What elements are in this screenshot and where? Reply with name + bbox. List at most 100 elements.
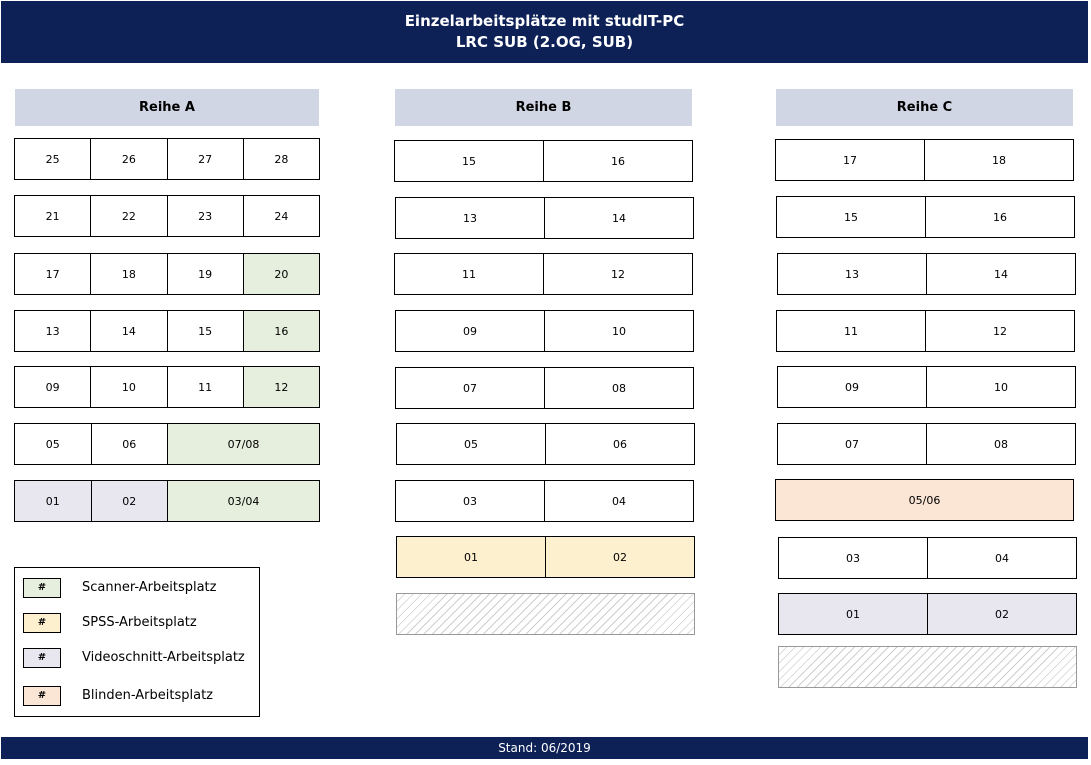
seat-b-11[interactable]: 11 <box>395 254 544 294</box>
page-title: Einzelarbeitsplätze mit studIT-PC <box>404 12 685 30</box>
seat-c-01-video[interactable]: 01 <box>779 594 928 634</box>
seat-a-16-scanner[interactable]: 16 <box>243 311 319 351</box>
legend-item-video: # Videoschnitt-Arbeitsplatz <box>15 648 259 670</box>
seat-b-13[interactable]: 13 <box>396 198 545 238</box>
reihe-b-row: 01 02 <box>396 536 695 578</box>
legend-label-video: Videoschnitt-Arbeitsplatz <box>82 650 245 665</box>
seat-c-14[interactable]: 14 <box>994 267 1008 281</box>
seat-b-07[interactable]: 07 <box>396 368 545 408</box>
legend-swatch-blind: # <box>23 686 61 706</box>
seat-c-07[interactable]: 07 <box>778 424 927 464</box>
seat-b-12[interactable]: 12 <box>611 267 625 281</box>
seat-b-10[interactable]: 10 <box>612 324 626 338</box>
seat-a-07-08-scanner[interactable]: 07/08 <box>168 424 319 464</box>
seat-a-01-video[interactable]: 01 <box>15 481 92 521</box>
seat-c-04[interactable]: 04 <box>995 551 1009 565</box>
seat-b-09[interactable]: 09 <box>396 311 545 351</box>
seat-a-27[interactable]: 27 <box>168 139 244 179</box>
reihe-a-row: 25 26 27 28 <box>14 138 320 180</box>
seat-a-05[interactable]: 05 <box>15 424 92 464</box>
reihe-b-row: 03 04 <box>395 480 694 522</box>
legend: # Scanner-Arbeitsplatz # SPSS-Arbeitspla… <box>14 567 260 717</box>
reihe-a-header: Reihe A <box>15 89 319 126</box>
seat-c-13[interactable]: 13 <box>778 254 927 294</box>
page-header: Einzelarbeitsplätze mit studIT-PC LRC SU… <box>1 1 1088 63</box>
seat-a-23[interactable]: 23 <box>168 196 244 236</box>
seat-a-15[interactable]: 15 <box>168 311 244 351</box>
seat-a-28[interactable]: 28 <box>274 152 289 166</box>
seat-b-05[interactable]: 05 <box>397 424 546 464</box>
seat-c-12[interactable]: 12 <box>993 324 1007 338</box>
reihe-c-row: 03 04 <box>778 537 1077 579</box>
seat-c-11[interactable]: 11 <box>777 311 926 351</box>
reihe-c-row: 11 12 <box>776 310 1075 352</box>
legend-swatch-video: # <box>23 648 61 668</box>
reihe-c-row: 07 08 <box>777 423 1076 465</box>
legend-item-spss: # SPSS-Arbeitsplatz <box>15 613 259 635</box>
seat-a-22[interactable]: 22 <box>91 196 168 236</box>
seat-c-02-video[interactable]: 02 <box>928 594 1076 634</box>
seat-c-16[interactable]: 16 <box>993 210 1007 224</box>
legend-label-scanner: Scanner-Arbeitsplatz <box>82 580 217 595</box>
legend-swatch-spss: # <box>23 613 61 633</box>
reihe-c-unavailable-area <box>778 646 1077 688</box>
seat-a-14[interactable]: 14 <box>91 311 168 351</box>
seat-a-09[interactable]: 09 <box>15 367 92 407</box>
seat-a-17[interactable]: 17 <box>15 254 92 294</box>
seat-a-02-video[interactable]: 02 <box>91 481 168 521</box>
seat-c-10[interactable]: 10 <box>994 380 1008 394</box>
seat-a-18[interactable]: 18 <box>91 254 168 294</box>
reihe-c-row: 17 18 <box>775 139 1074 181</box>
reihe-b-row: 11 12 <box>394 253 693 295</box>
seat-b-04[interactable]: 04 <box>612 494 626 508</box>
seat-a-06[interactable]: 06 <box>92 424 168 464</box>
reihe-b-header: Reihe B <box>395 89 692 126</box>
seat-a-24[interactable]: 24 <box>274 209 289 223</box>
legend-label-blind: Blinden-Arbeitsplatz <box>82 688 213 703</box>
reihe-b-row: 07 08 <box>395 367 694 409</box>
seat-b-06[interactable]: 06 <box>613 437 627 451</box>
reihe-c-header: Reihe C <box>776 89 1073 126</box>
seat-c-05-06-blind[interactable]: 05/06 <box>776 480 1073 520</box>
seat-c-08[interactable]: 08 <box>994 437 1008 451</box>
seat-b-14[interactable]: 14 <box>612 211 626 225</box>
seat-a-25[interactable]: 25 <box>15 139 92 179</box>
seat-a-11[interactable]: 11 <box>168 367 244 407</box>
seat-a-26[interactable]: 26 <box>91 139 168 179</box>
seat-b-16[interactable]: 16 <box>611 154 625 168</box>
seat-b-01-spss[interactable]: 01 <box>397 537 546 577</box>
seat-b-08[interactable]: 08 <box>612 381 626 395</box>
seat-c-03[interactable]: 03 <box>779 538 928 578</box>
seat-c-18[interactable]: 18 <box>992 153 1006 167</box>
legend-item-scanner: # Scanner-Arbeitsplatz <box>15 578 259 600</box>
seat-c-17[interactable]: 17 <box>776 140 925 180</box>
reihe-c-row: 15 16 <box>776 196 1075 238</box>
seat-a-21[interactable]: 21 <box>15 196 92 236</box>
seat-c-15[interactable]: 15 <box>777 197 926 237</box>
page-subtitle: LRC SUB (2.OG, SUB) <box>455 33 634 51</box>
seat-b-15[interactable]: 15 <box>395 141 544 181</box>
seat-a-10[interactable]: 10 <box>91 367 168 407</box>
reihe-a-row: 05 06 07/08 <box>14 423 320 465</box>
seat-a-13[interactable]: 13 <box>15 311 92 351</box>
reihe-c-row: 01 02 <box>778 593 1077 635</box>
reihe-a-row: 13 14 15 16 <box>14 310 320 352</box>
reihe-a-row: 17 18 19 20 <box>14 253 320 295</box>
reihe-b-row: 05 06 <box>396 423 695 465</box>
legend-swatch-scanner: # <box>23 578 61 598</box>
reihe-b-row: 13 14 <box>395 197 694 239</box>
seat-a-20-scanner[interactable]: 20 <box>243 254 319 294</box>
seat-b-02-spss[interactable]: 02 <box>546 537 694 577</box>
seat-a-03-04-scanner[interactable]: 03/04 <box>168 481 319 521</box>
legend-label-spss: SPSS-Arbeitsplatz <box>82 615 197 630</box>
seat-a-19[interactable]: 19 <box>168 254 244 294</box>
reihe-b-row: 15 16 <box>394 140 693 182</box>
seat-c-09[interactable]: 09 <box>778 367 927 407</box>
seat-b-03[interactable]: 03 <box>396 481 545 521</box>
reihe-b-unavailable-area <box>396 593 695 635</box>
reihe-b-row: 09 10 <box>395 310 694 352</box>
seat-a-12-scanner[interactable]: 12 <box>243 367 319 407</box>
reihe-a-row: 01 02 03/04 <box>14 480 320 522</box>
reihe-c-row: 05/06 <box>775 479 1074 521</box>
reihe-a-row: 21 22 23 24 <box>14 195 320 237</box>
